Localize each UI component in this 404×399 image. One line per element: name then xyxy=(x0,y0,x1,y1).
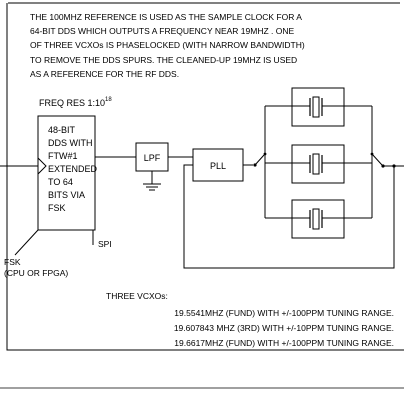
description-line-1: THE 100MHZ REFERENCE IS USED AS THE SAMP… xyxy=(30,12,302,22)
dds-line-5: TO 64 xyxy=(48,177,73,187)
vcxo-2 xyxy=(291,144,345,184)
vcxo-spec-2: 19.607843 MHZ (3RD) WITH +/-10PPM TUNING… xyxy=(174,323,394,333)
dds-line-6: BITS VIA xyxy=(48,190,85,200)
fsk-source-label: (CPU OR FPGA) xyxy=(4,268,68,278)
spi-label: SPI xyxy=(98,239,112,249)
dds-line-2: DDS WITH xyxy=(48,138,93,148)
feedback-wire xyxy=(183,164,395,269)
clock-input-triangle xyxy=(37,157,47,175)
description-paragraph: THE 100MHZ REFERENCE IS USED AS THE SAMP… xyxy=(30,12,305,79)
dds-block xyxy=(37,115,96,231)
vcxo-spec-3: 19.6617MHZ (FUND) WITH +/-100PPM TUNING … xyxy=(174,338,394,348)
vcxo-3 xyxy=(291,199,345,239)
description-line-3: OF THREE VCXOs IS PHASELOCKED (WITH NARR… xyxy=(30,40,305,50)
vcxo-heading: THREE VCXOs: xyxy=(106,291,168,301)
vcxo-1 xyxy=(291,87,345,127)
description-line-2: 64-BIT DDS WHICH OUTPUTS A FREQUENCY NEA… xyxy=(30,26,295,36)
vcxo-spec-1: 19.5541MHZ (FUND) WITH +/-100PPM TUNING … xyxy=(174,308,394,318)
fsk-input-wire xyxy=(14,229,39,256)
pll-block xyxy=(192,148,244,182)
right-switch xyxy=(370,152,385,168)
description-line-5: AS A REFERENCE FOR THE RF DDS. xyxy=(30,69,179,79)
freq-res-label: FREQ RES 1:1018 xyxy=(39,97,112,108)
pll-label: PLL xyxy=(210,161,226,171)
lpf-label: LPF xyxy=(144,153,161,163)
description-line-4: TO REMOVE THE DDS SPURS. THE CLEANED-UP … xyxy=(30,55,297,65)
fsk-label: FSK xyxy=(4,257,21,267)
dds-line-4: EXTENDED xyxy=(48,164,98,174)
dds-block-text: 48-BIT DDS WITH FTW#1 EXTENDED TO 64 BIT… xyxy=(48,125,98,213)
dds-line-3: FTW#1 xyxy=(48,151,78,161)
frame-left-bottom-line xyxy=(6,3,404,351)
ground-symbol xyxy=(143,183,161,191)
dds-line-7: FSK xyxy=(48,203,66,213)
dds-line-1: 48-BIT xyxy=(48,125,76,135)
